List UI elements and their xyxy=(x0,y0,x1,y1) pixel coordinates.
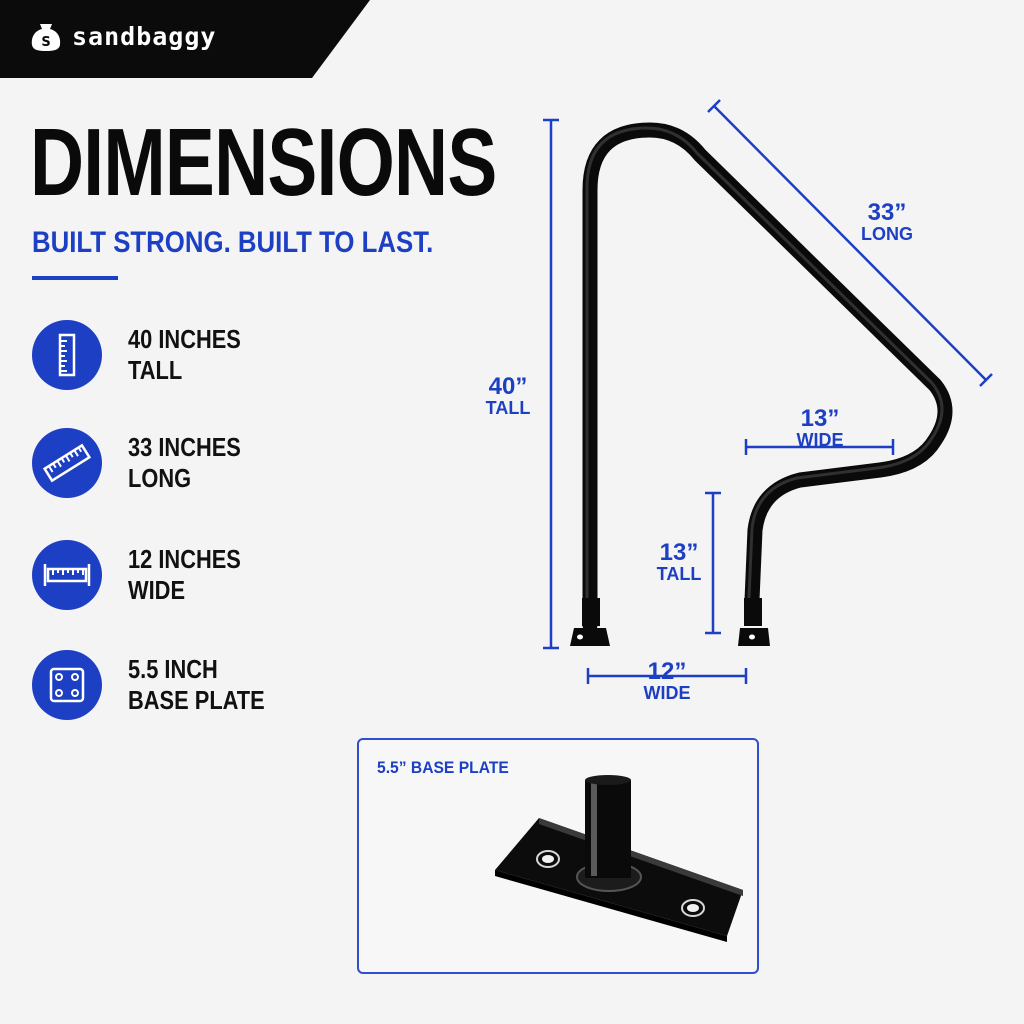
base-plate-inset: 5.5” BASE PLATE xyxy=(357,738,759,974)
feature-line-1: 33 INCHES xyxy=(128,432,241,462)
dimension-unit: TALL xyxy=(485,398,531,419)
dimension-unit: WIDE xyxy=(796,430,844,451)
feature-line-2: BASE PLATE xyxy=(128,685,265,715)
vertical-ruler-icon xyxy=(32,320,102,390)
base-plate-closeup xyxy=(495,775,743,942)
dimension-value: 33” xyxy=(867,199,907,226)
dimension-unit: WIDE xyxy=(643,683,691,704)
feature-item-length: 33 INCHES LONG xyxy=(32,428,352,506)
page-subtitle: BUILT STRONG. BUILT TO LAST. xyxy=(32,226,434,259)
brand-header xyxy=(0,0,370,78)
dimension-value: 40” xyxy=(488,373,528,400)
dimension-line-base-width xyxy=(586,668,748,684)
feature-item-height: 40 INCHES TALL xyxy=(32,320,352,398)
base-plate-icon xyxy=(32,650,102,720)
dimension-value: 13” xyxy=(659,539,699,566)
left-base-plate xyxy=(570,598,610,646)
sandbag-logo-icon: S xyxy=(31,24,61,51)
logo-letter: S xyxy=(41,35,50,50)
diagonal-ruler-icon xyxy=(32,428,102,498)
dimension-value: 12” xyxy=(647,658,687,685)
dimension-label-base-width: 12” WIDE xyxy=(638,659,696,703)
dimension-label-lower-height: 13” TALL xyxy=(650,540,708,584)
feature-line-1: 12 INCHES xyxy=(128,544,241,574)
title-divider xyxy=(32,276,118,280)
feature-line-2: LONG xyxy=(128,463,192,493)
dimension-label-height: 40” TALL xyxy=(478,374,538,418)
horizontal-ruler-icon xyxy=(32,540,102,610)
page-title: DIMENSIONS xyxy=(30,109,497,216)
feature-line-1: 5.5 INCH xyxy=(128,654,218,684)
inset-title: 5.5” BASE PLATE xyxy=(377,758,509,777)
handrail-tube xyxy=(582,122,953,633)
dimension-value: 13” xyxy=(800,405,840,432)
dimension-line-lower-height xyxy=(705,491,721,635)
dimension-line-height xyxy=(543,118,559,650)
dimension-unit: TALL xyxy=(656,564,702,585)
feature-line-1: 40 INCHES xyxy=(128,324,241,354)
dimension-label-upper-width: 13” WIDE xyxy=(790,406,850,450)
dimension-label-length: 33” LONG xyxy=(854,200,920,244)
brand-name: sandbaggy xyxy=(72,21,217,51)
dimension-line-upper-width xyxy=(744,439,895,455)
dimension-unit: LONG xyxy=(861,224,913,245)
feature-line-2: TALL xyxy=(128,355,183,385)
dimension-line-length xyxy=(707,99,993,387)
right-base-plate xyxy=(738,598,770,646)
brand-logo: S sandbaggy xyxy=(28,18,216,54)
feature-line-2: WIDE xyxy=(128,575,186,605)
feature-item-width: 12 INCHES WIDE xyxy=(32,540,352,618)
feature-item-base-plate: 5.5 INCH BASE PLATE xyxy=(32,650,352,728)
